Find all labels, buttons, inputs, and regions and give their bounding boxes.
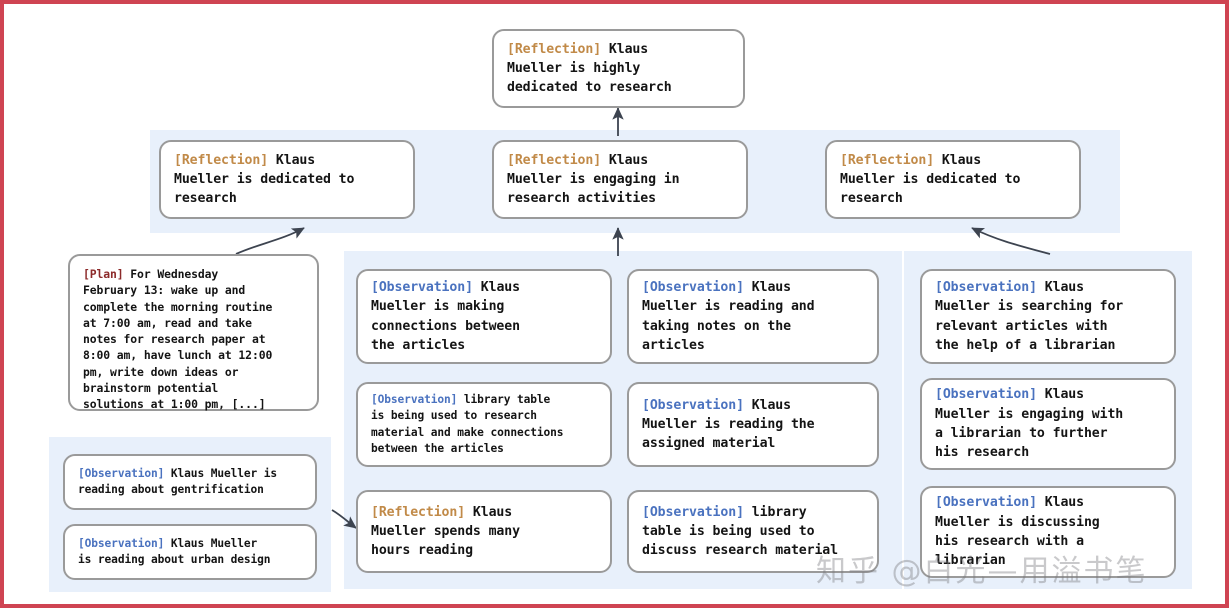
node-body: Klaus Mueller is discussing his research… <box>935 495 1100 569</box>
node-text: [Reflection] Klaus Mueller spends many h… <box>371 503 520 561</box>
node-observation-gentrification[interactable]: [Observation] Klaus Mueller is reading a… <box>63 454 317 510</box>
node-body: Klaus Mueller spends many hours reading <box>371 504 520 559</box>
tag-observation: [Observation] <box>935 279 1037 295</box>
node-plan[interactable]: [Plan] For Wednesday February 13: wake u… <box>68 254 319 411</box>
node-body: library table is being used to research … <box>371 393 564 455</box>
node-body: Klaus Mueller is reading and taking note… <box>642 279 815 353</box>
node-text: [Reflection] Klaus Mueller is highly ded… <box>507 40 672 98</box>
node-observation-urban-design[interactable]: [Observation] Klaus Mueller is reading a… <box>63 524 317 580</box>
tag-plan: [Plan] <box>83 267 124 281</box>
tag-reflection: [Reflection] <box>507 41 602 57</box>
node-body: library table is being used to discuss r… <box>642 504 838 559</box>
tag-reflection: [Reflection] <box>840 152 935 168</box>
node-text: [Observation] library table is being use… <box>642 503 838 561</box>
node-body: Klaus Mueller is reading the assigned ma… <box>642 397 815 452</box>
node-text: [Reflection] Klaus Mueller is engaging i… <box>507 151 680 209</box>
node-body: Klaus Mueller is dedicated to research <box>174 152 355 207</box>
node-text: [Observation] Klaus Mueller is making co… <box>371 278 520 355</box>
tag-observation: [Observation] <box>371 279 473 295</box>
node-col1-reflection-hours-reading[interactable]: [Reflection] Klaus Mueller spends many h… <box>356 490 612 573</box>
node-text: [Reflection] Klaus Mueller is dedicated … <box>174 151 354 209</box>
node-body: Klaus Mueller is engaging with a librari… <box>935 387 1124 461</box>
node-text: [Observation] Klaus Mueller is discussin… <box>935 493 1100 570</box>
tag-reflection: [Reflection] <box>507 152 602 168</box>
node-body: Klaus Mueller is reading about urban des… <box>78 536 271 566</box>
node-body: Klaus Mueller is engaging in research ac… <box>507 152 680 207</box>
node-mid-reflection-right[interactable]: [Reflection] Klaus Mueller is dedicated … <box>825 140 1081 219</box>
node-body: Klaus Mueller is making connections betw… <box>371 279 520 353</box>
node-text: [Observation] Klaus Mueller is reading a… <box>642 278 815 355</box>
node-mid-reflection-left[interactable]: [Reflection] Klaus Mueller is dedicated … <box>159 140 415 219</box>
node-root-reflection[interactable]: [Reflection] Klaus Mueller is highly ded… <box>492 29 745 108</box>
tag-reflection: [Reflection] <box>174 152 269 168</box>
node-col1-observation-connections[interactable]: [Observation] Klaus Mueller is making co… <box>356 269 612 364</box>
node-body: Klaus Mueller is reading about gentrific… <box>78 466 278 496</box>
tag-observation: [Observation] <box>642 397 744 413</box>
node-body: Klaus Mueller is highly dedicated to res… <box>507 41 672 96</box>
node-col3-observation-engaging-librarian[interactable]: [Observation] Klaus Mueller is engaging … <box>920 378 1176 470</box>
node-col2-observation-discuss-material[interactable]: [Observation] library table is being use… <box>627 490 879 573</box>
node-text: [Plan] For Wednesday February 13: wake u… <box>83 266 272 413</box>
node-mid-reflection-center[interactable]: [Reflection] Klaus Mueller is engaging i… <box>492 140 748 219</box>
node-body: Klaus Mueller is dedicated to research <box>840 152 1021 207</box>
node-text: [Observation] library table is being use… <box>371 392 564 457</box>
node-col2-observation-taking-notes[interactable]: [Observation] Klaus Mueller is reading a… <box>627 269 879 364</box>
node-col1-observation-library-table[interactable]: [Observation] library table is being use… <box>356 382 612 467</box>
tag-observation: [Observation] <box>642 279 744 295</box>
tag-observation: [Observation] <box>935 495 1037 511</box>
tag-observation: [Observation] <box>371 393 458 407</box>
node-col3-observation-searching-articles[interactable]: [Observation] Klaus Mueller is searching… <box>920 269 1176 364</box>
node-body: Klaus Mueller is searching for relevant … <box>935 279 1124 353</box>
node-text: [Observation] Klaus Mueller is engaging … <box>935 385 1123 462</box>
tag-observation: [Observation] <box>935 387 1037 403</box>
node-text: [Observation] Klaus Mueller is reading t… <box>642 396 815 454</box>
node-body: For Wednesday February 13: wake up and c… <box>83 267 273 412</box>
tag-observation: [Observation] <box>642 504 744 520</box>
node-text: [Observation] Klaus Mueller is searching… <box>935 278 1123 355</box>
tag-observation: [Observation] <box>78 536 165 550</box>
node-col2-observation-assigned-material[interactable]: [Observation] Klaus Mueller is reading t… <box>627 382 879 467</box>
node-text: [Observation] Klaus Mueller is reading a… <box>78 536 271 568</box>
node-text: [Observation] Klaus Mueller is reading a… <box>78 466 277 498</box>
node-text: [Reflection] Klaus Mueller is dedicated … <box>840 151 1020 209</box>
tag-observation: [Observation] <box>78 466 165 480</box>
tag-reflection: [Reflection] <box>371 504 466 520</box>
node-col3-observation-discussing-research[interactable]: [Observation] Klaus Mueller is discussin… <box>920 486 1176 578</box>
